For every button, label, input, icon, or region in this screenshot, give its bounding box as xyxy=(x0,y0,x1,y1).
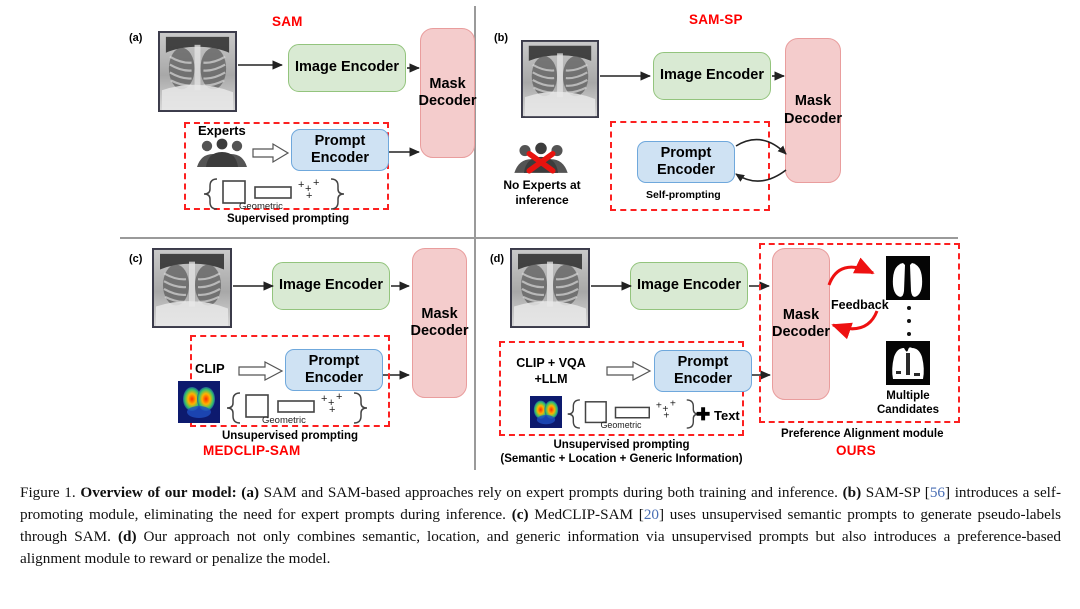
caption-ref-20[interactable]: 20 xyxy=(643,506,660,524)
svg-text:+: + xyxy=(670,399,676,410)
arrow-xray-to-image-encoder-a xyxy=(238,58,290,72)
caption-text-a: SAM and SAM-based approaches rely on exp… xyxy=(259,484,843,501)
svg-text:+: + xyxy=(336,391,342,403)
module-caption2-d: (Semantic + Location + Generic Informati… xyxy=(500,453,743,465)
mask-candidate-1-d xyxy=(886,256,930,300)
svg-text:+: + xyxy=(662,404,668,415)
caption-text-d: Our approach not only combines semantic,… xyxy=(20,528,1061,568)
svg-text:Geometric: Geometric xyxy=(239,201,283,212)
prompt-encoder-b[interactable]: Prompt Encoder xyxy=(637,141,735,183)
multiple-candidates-label-d: Multiple Candidates xyxy=(877,390,939,417)
caption-tag-c: (c) xyxy=(511,506,529,524)
image-encoder-c[interactable]: Image Encoder xyxy=(272,262,390,310)
svg-text:+: + xyxy=(313,177,319,189)
clip-heatmap-thumbnail-c xyxy=(178,381,220,423)
svg-text:+: + xyxy=(656,400,662,411)
arrow-image-encoder-to-decoder-a xyxy=(407,61,427,75)
panel-title-ours: OURS xyxy=(836,443,876,458)
hollow-arrow-clip-to-prompt-d xyxy=(606,361,652,381)
geometric-prompt-glyph-d: ++ ++ Geometric xyxy=(563,398,713,430)
no-experts-icon-b xyxy=(513,142,569,174)
svg-text:+: + xyxy=(321,393,327,405)
svg-text:+: + xyxy=(329,404,335,416)
image-encoder-a[interactable]: Image Encoder xyxy=(288,44,406,92)
svg-text:+: + xyxy=(663,411,669,422)
caption-tag-b: (b) xyxy=(842,484,862,501)
chest-xray-thumbnail-b xyxy=(521,40,599,118)
panel-title-sam: SAM xyxy=(272,14,303,29)
prompt-encoder-c[interactable]: Prompt Encoder xyxy=(285,349,383,391)
module-caption-b: Self-prompting xyxy=(646,189,721,201)
panel-divider-vertical xyxy=(474,6,476,470)
clip-label-c: CLIP xyxy=(195,361,225,376)
hollow-arrow-clip-to-prompt-c xyxy=(238,361,284,381)
mask-decoder-c[interactable]: Mask Decoder xyxy=(410,248,469,398)
hollow-arrow-experts-to-prompt-a xyxy=(252,142,290,164)
self-prompting-loop-arrows-b xyxy=(730,130,794,196)
mask-candidate-2-d xyxy=(886,341,930,385)
caption-tag-d: (d) xyxy=(117,528,137,546)
svg-text:+: + xyxy=(305,183,311,195)
caption-tag-a: (a) xyxy=(241,484,260,501)
caption-text-c1: MedCLIP-SAM [ xyxy=(528,506,644,524)
no-experts-label-b: No Experts at inference xyxy=(503,178,581,207)
svg-text:+: + xyxy=(306,190,312,202)
caption-lead: Overview of our model: xyxy=(80,484,237,501)
panel-tag-a: (a) xyxy=(129,32,143,44)
module-caption-a: Supervised prompting xyxy=(226,213,350,225)
arrow-xray-to-image-encoder-b xyxy=(600,69,658,83)
plus-sign-icon-d: ✚ xyxy=(696,405,711,424)
prompt-encoder-d[interactable]: Prompt Encoder xyxy=(654,350,752,392)
caption-ref-56[interactable]: 56 xyxy=(929,484,945,501)
clip-heatmap-thumbnail-d xyxy=(530,396,562,428)
arrow-prompt-encoder-to-decoder-c xyxy=(381,368,417,382)
preference-alignment-caption-d: Preference Alignment module xyxy=(781,428,944,440)
caption-text-c2: ] uses unsupervised semantic prompts to … xyxy=(20,506,1061,546)
feedback-label-d: Feedback xyxy=(831,298,889,312)
clip-vqa-llm-label-d: CLIP + VQA +LLM xyxy=(516,356,586,386)
arrow-image-encoder-to-decoder-b xyxy=(772,69,792,83)
figure-diagram: (a) SAM Image Encoder Mask Decoder xyxy=(120,6,960,470)
panel-divider-horizontal xyxy=(120,237,958,239)
chest-xray-thumbnail-a xyxy=(158,31,237,112)
caption-figure-number: Figure 1. xyxy=(20,484,76,501)
ellipsis-dots-d xyxy=(906,306,912,336)
mask-decoder-b[interactable]: Mask Decoder xyxy=(784,38,842,183)
image-encoder-d[interactable]: Image Encoder xyxy=(630,262,748,310)
panel-tag-b: (b) xyxy=(494,32,509,44)
preference-alignment-module-d xyxy=(759,243,960,423)
geometric-prompt-glyph-c: ++ ++ Geometric xyxy=(222,391,382,426)
chest-xray-thumbnail-c xyxy=(152,248,232,328)
mask-decoder-a[interactable]: Mask Decoder xyxy=(418,28,477,158)
caption-text-b2: ] introduces a self-promoting module, el… xyxy=(20,484,1062,524)
feedback-loop-arrows-d xyxy=(823,255,893,347)
module-caption-d: Unsupervised prompting xyxy=(553,439,690,451)
panel-tag-c: (c) xyxy=(129,253,143,265)
image-encoder-b[interactable]: Image Encoder xyxy=(653,52,771,100)
experts-label-a: Experts xyxy=(198,123,246,138)
geometric-prompt-glyph-a: ++ ++ Geometric xyxy=(199,177,359,212)
arrow-prompt-encoder-to-decoder-a xyxy=(389,145,427,159)
panel-tag-d: (d) xyxy=(490,253,505,265)
prompt-encoder-a[interactable]: Prompt Encoder xyxy=(291,129,389,171)
mask-decoder-d[interactable]: Mask Decoder xyxy=(772,248,830,400)
arrow-xray-to-image-encoder-c xyxy=(233,279,281,293)
self-prompting-module-b xyxy=(610,121,770,211)
svg-text:Geometric: Geometric xyxy=(601,420,643,430)
svg-text:+: + xyxy=(328,397,334,409)
figure-caption: Figure 1. Overview of our model: (a) SAM… xyxy=(20,482,1061,570)
caption-text-b1: SAM-SP [ xyxy=(861,484,930,501)
chest-xray-thumbnail-d xyxy=(510,248,590,328)
module-caption-c: Unsupervised prompting xyxy=(221,430,359,442)
text-prompt-label-d: Text xyxy=(714,408,740,423)
arrow-image-encoder-to-decoder-c xyxy=(391,279,417,293)
panel-title-sam-sp: SAM-SP xyxy=(689,12,743,27)
panel-title-medclip-sam: MEDCLIP-SAM xyxy=(203,443,301,458)
experts-icon-a xyxy=(196,138,248,168)
svg-text:+: + xyxy=(298,179,304,191)
svg-text:Geometric: Geometric xyxy=(262,415,306,426)
arrow-xray-to-image-encoder-d xyxy=(591,279,639,293)
